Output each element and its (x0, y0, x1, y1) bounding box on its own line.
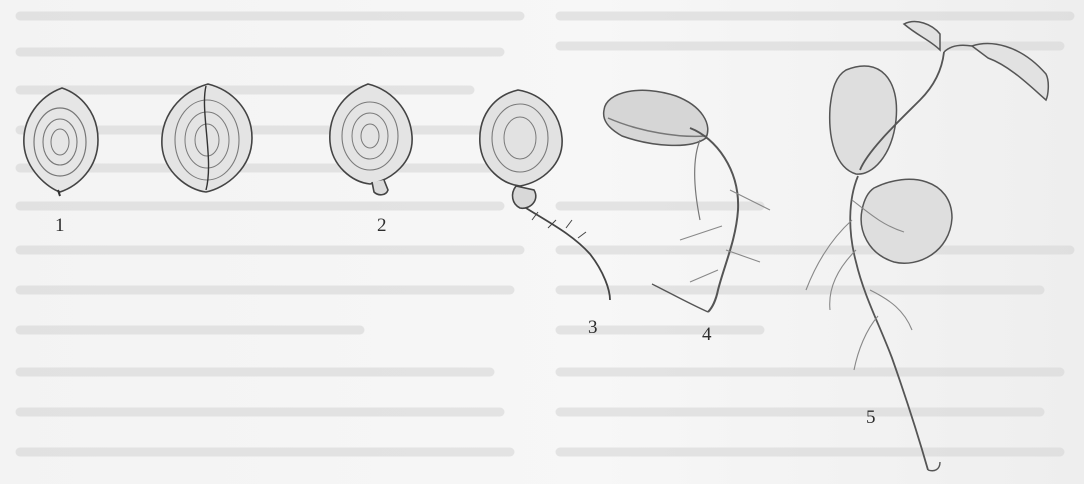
stage-label: 5 (866, 408, 876, 427)
